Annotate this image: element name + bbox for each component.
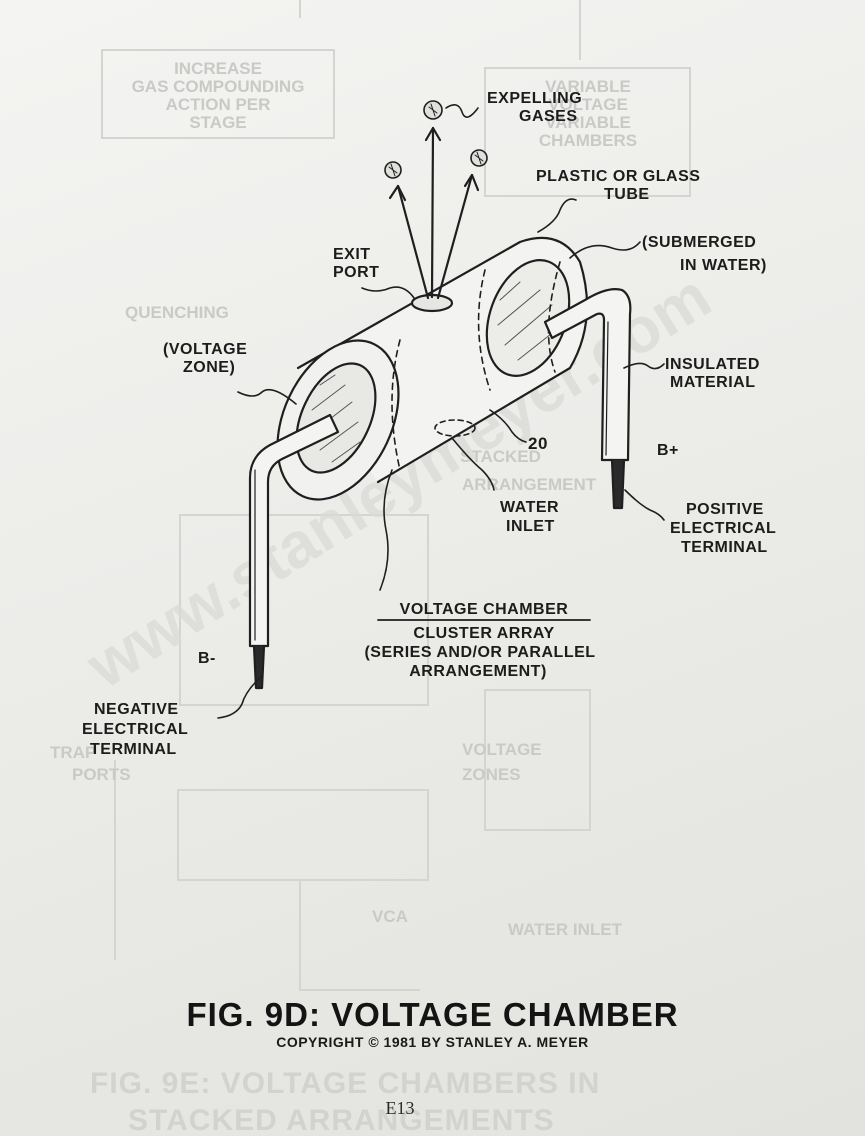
label-reference-20: 20 [528, 434, 548, 453]
label-submerged: (SUBMERGED [642, 234, 756, 251]
leader-exit-port [361, 286, 415, 299]
leader-voltage-zone [237, 388, 297, 405]
ghost-text-action-per: ACTION PER [166, 95, 271, 114]
label-negative-electrical: ELECTRICAL [82, 721, 188, 738]
label-plastic-or-glass: PLASTIC OR GLASS [536, 168, 700, 185]
label-expelling: EXPELLING [487, 90, 582, 107]
ghost-text-variable-1: VARIABLE [545, 77, 631, 96]
caption-series-parallel: (SERIES AND/OR PARALLEL [364, 644, 595, 661]
leader-insulated [623, 362, 665, 370]
positive-electrode-rod [543, 288, 632, 462]
ghost-text-next-figure-1: FIG. 9E: VOLTAGE CHAMBERS IN [90, 1067, 600, 1100]
leader-expelling-gases [445, 104, 479, 118]
ghost-text-next-figure-2: STACKED ARRANGEMENTS [128, 1104, 555, 1136]
tube-hidden-ring-rear-2 [547, 261, 561, 373]
label-b-minus: B- [198, 650, 216, 667]
label-positive: POSITIVE [686, 501, 764, 518]
water-inlet-opening [434, 419, 476, 437]
label-gases: GASES [519, 108, 578, 125]
caption-cluster-array: CLUSTER ARRAY [413, 625, 554, 642]
ghost-text-variable-2: VARIABLE [545, 113, 631, 132]
front-disc-hatch [311, 374, 361, 463]
ghost-text-water-inlet: WATER INLET [508, 920, 623, 939]
label-negative-terminal: TERMINAL [90, 741, 177, 758]
leader-caption [379, 469, 393, 591]
label-voltage: (VOLTAGE [163, 341, 247, 358]
negative-electrode-rod [248, 413, 340, 648]
leader-submerged [569, 241, 641, 259]
ghost-text-trap: TRAP [50, 743, 96, 762]
label-water: WATER [500, 499, 559, 516]
ghost-text-gas-compounding: GAS COMPOUNDING [132, 77, 305, 96]
tube-hidden-ring-front [391, 339, 401, 471]
tube-hidden-ring-rear [477, 269, 491, 391]
label-insulated: INSULATED [665, 356, 760, 373]
label-positive-terminal: TERMINAL [681, 539, 768, 556]
ghost-text-voltage: VOLTAGE [548, 95, 628, 114]
label-material: MATERIAL [670, 374, 755, 391]
ghost-text-vca: VCA [372, 907, 408, 926]
bleed-through-layer [101, 0, 691, 991]
ghost-box-middle [179, 514, 429, 706]
ghost-box-top-right [484, 67, 691, 197]
ghost-text-arrangement: ARRANGEMENT [462, 475, 597, 494]
label-inlet: INLET [506, 518, 555, 535]
leader-positive-terminal [624, 489, 665, 521]
label-exit: EXIT [333, 246, 371, 263]
ghost-text-chambers: CHAMBERS [539, 131, 637, 150]
ghost-text-stacked: STACKED [460, 447, 541, 466]
label-positive-electrical: ELECTRICAL [670, 520, 776, 537]
ghost-text-increase: INCREASE [174, 59, 262, 78]
gas-arrow-right [436, 173, 474, 300]
diagram-labels: EXPELLING GASES PLASTIC OR GLASS TUBE (S… [82, 90, 776, 758]
ghost-text-voltage-zones-2: ZONES [462, 765, 521, 784]
ghost-text-stage: STAGE [189, 113, 246, 132]
figure-title: FIG. 9D: VOLTAGE CHAMBER [186, 996, 679, 1033]
leader-20 [489, 409, 527, 443]
page-number: E13 [385, 1098, 415, 1118]
gas-arrow-center [430, 126, 435, 299]
label-zone: ZONE) [183, 359, 235, 376]
bleed-through-text: INCREASE GAS COMPOUNDING ACTION PER STAG… [50, 59, 637, 1136]
caption-voltage-chamber: VOLTAGE CHAMBER [400, 601, 569, 618]
leader-negative-terminal [217, 675, 263, 719]
chamber-drawing [217, 100, 665, 719]
label-b-plus: B+ [657, 442, 679, 459]
ghost-box-right [484, 689, 591, 831]
gas-bubbles [384, 100, 488, 179]
label-in-water: IN WATER) [680, 257, 767, 274]
caption-arrangement: ARRANGEMENT) [409, 663, 547, 680]
ghost-text-voltage-zones-1: VOLTAGE [462, 740, 542, 759]
label-port: PORT [333, 264, 379, 281]
ghost-text-quenching: QUENCHING [125, 303, 229, 322]
leader-tube [537, 198, 577, 233]
gas-arrow-left [396, 184, 430, 300]
ghost-text-ports: PORTS [72, 765, 131, 784]
positive-terminal-wire [610, 458, 626, 510]
leader-water-inlet [451, 437, 495, 491]
copyright-notice: COPYRIGHT © 1981 BY STANLEY A. MEYER [276, 1034, 589, 1050]
ghost-box-lower [177, 789, 429, 881]
ghost-box-top-left [101, 49, 335, 139]
label-tube: TUBE [604, 186, 650, 203]
label-negative: NEGATIVE [94, 701, 179, 718]
